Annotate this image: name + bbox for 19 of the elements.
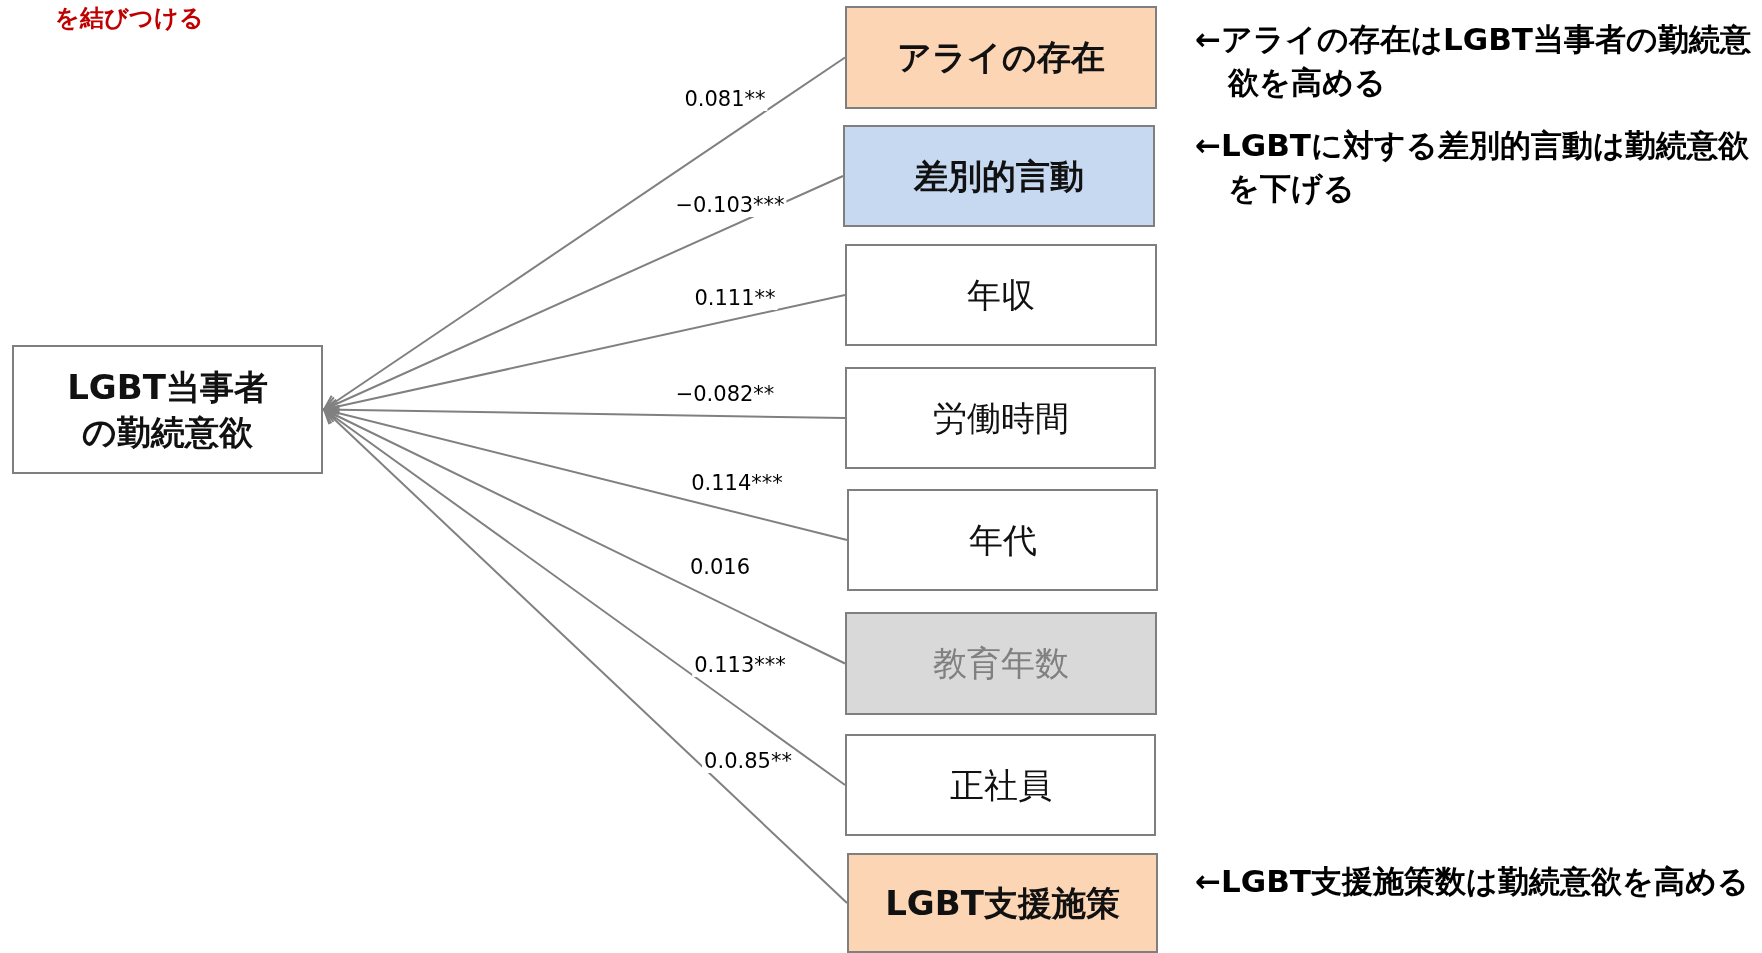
heading-text: を結びつける [55,3,204,34]
factor-box: 正社員 [845,734,1156,836]
factor-box: 労働時間 [845,367,1156,469]
outcome-box: LGBT当事者の勤続意欲 [12,345,323,474]
edge-label: 0.111** [692,286,778,310]
factor-box: 年収 [845,244,1157,346]
factor-box: 年代 [847,489,1158,591]
edge-label: 0.081** [682,87,768,111]
note-text: ←アライの存在はLGBT当事者の勤続意欲を高める [1195,20,1752,103]
note-text: ←LGBTに対する差別的言動は勤続意欲を下げる [1195,126,1750,209]
edge-label: 0.113*** [692,653,788,677]
factor-box: LGBT支援施策 [847,853,1158,953]
arrow [323,408,846,786]
arrow [323,56,846,411]
edge-label: 0.0.85** [702,749,794,773]
factor-box: 差別的言動 [843,125,1155,227]
note-text: ←LGBT支援施策数は勤続意欲を高める [1195,862,1750,901]
factor-box: 教育年数 [845,612,1157,715]
factor-box: アライの存在 [845,6,1157,109]
